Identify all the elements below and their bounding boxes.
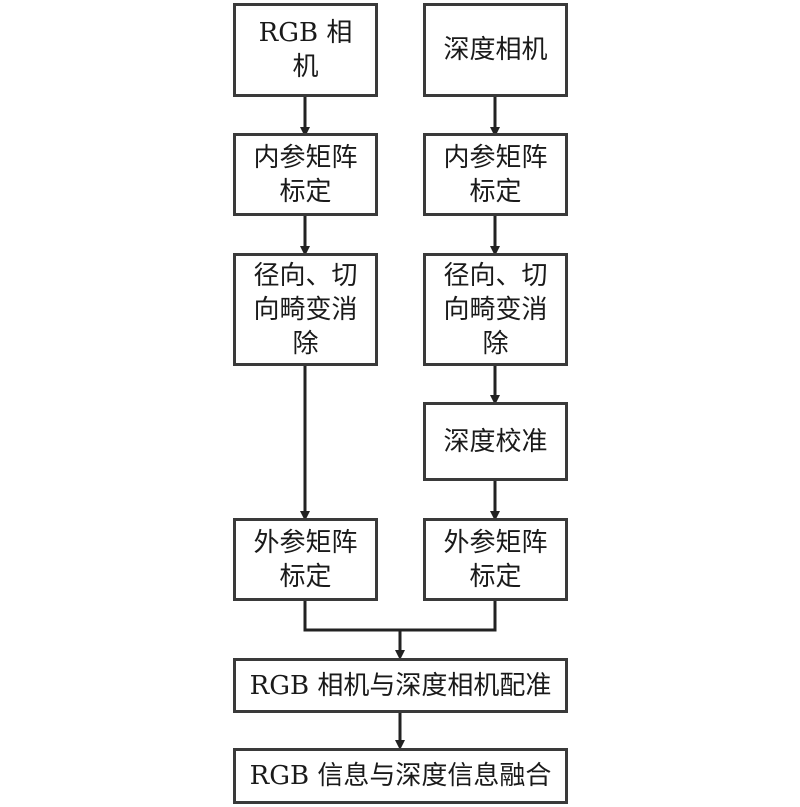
box-right-extrinsic: 外参矩阵标定 [423, 518, 568, 601]
box-right-distortion-label: 径向、切向畸变消除 [443, 260, 548, 359]
box-left-distortion-label: 径向、切向畸变消除 [253, 260, 358, 359]
box-registration: RGB 相机与深度相机配准 [233, 658, 568, 713]
box-depth-calibration-label: 深度校准 [443, 426, 548, 457]
box-rgb-camera: RGB 相机 [233, 3, 378, 97]
merge-line [303, 601, 497, 632]
box-right-intrinsic-label: 内参矩阵标定 [443, 142, 548, 207]
box-right-intrinsic: 内参矩阵标定 [423, 133, 568, 216]
box-left-extrinsic-label: 外参矩阵标定 [253, 527, 358, 592]
box-left-extrinsic: 外参矩阵标定 [233, 518, 378, 601]
box-right-extrinsic-label: 外参矩阵标定 [443, 527, 548, 592]
box-rgb-camera-label: RGB 相机 [258, 18, 353, 82]
box-left-intrinsic-label: 内参矩阵标定 [253, 142, 358, 207]
box-fusion-label: RGB 信息与深度信息融合 [249, 761, 552, 791]
box-left-distortion: 径向、切向畸变消除 [233, 253, 378, 366]
box-depth-camera: 深度相机 [423, 3, 568, 97]
box-registration-label: RGB 相机与深度相机配准 [249, 670, 552, 701]
box-left-intrinsic: 内参矩阵标定 [233, 133, 378, 216]
box-fusion: RGB 信息与深度信息融合 [233, 748, 568, 804]
box-depth-camera-label: 深度相机 [443, 35, 548, 65]
box-right-distortion: 径向、切向畸变消除 [423, 253, 568, 366]
box-depth-calibration: 深度校准 [423, 402, 568, 481]
